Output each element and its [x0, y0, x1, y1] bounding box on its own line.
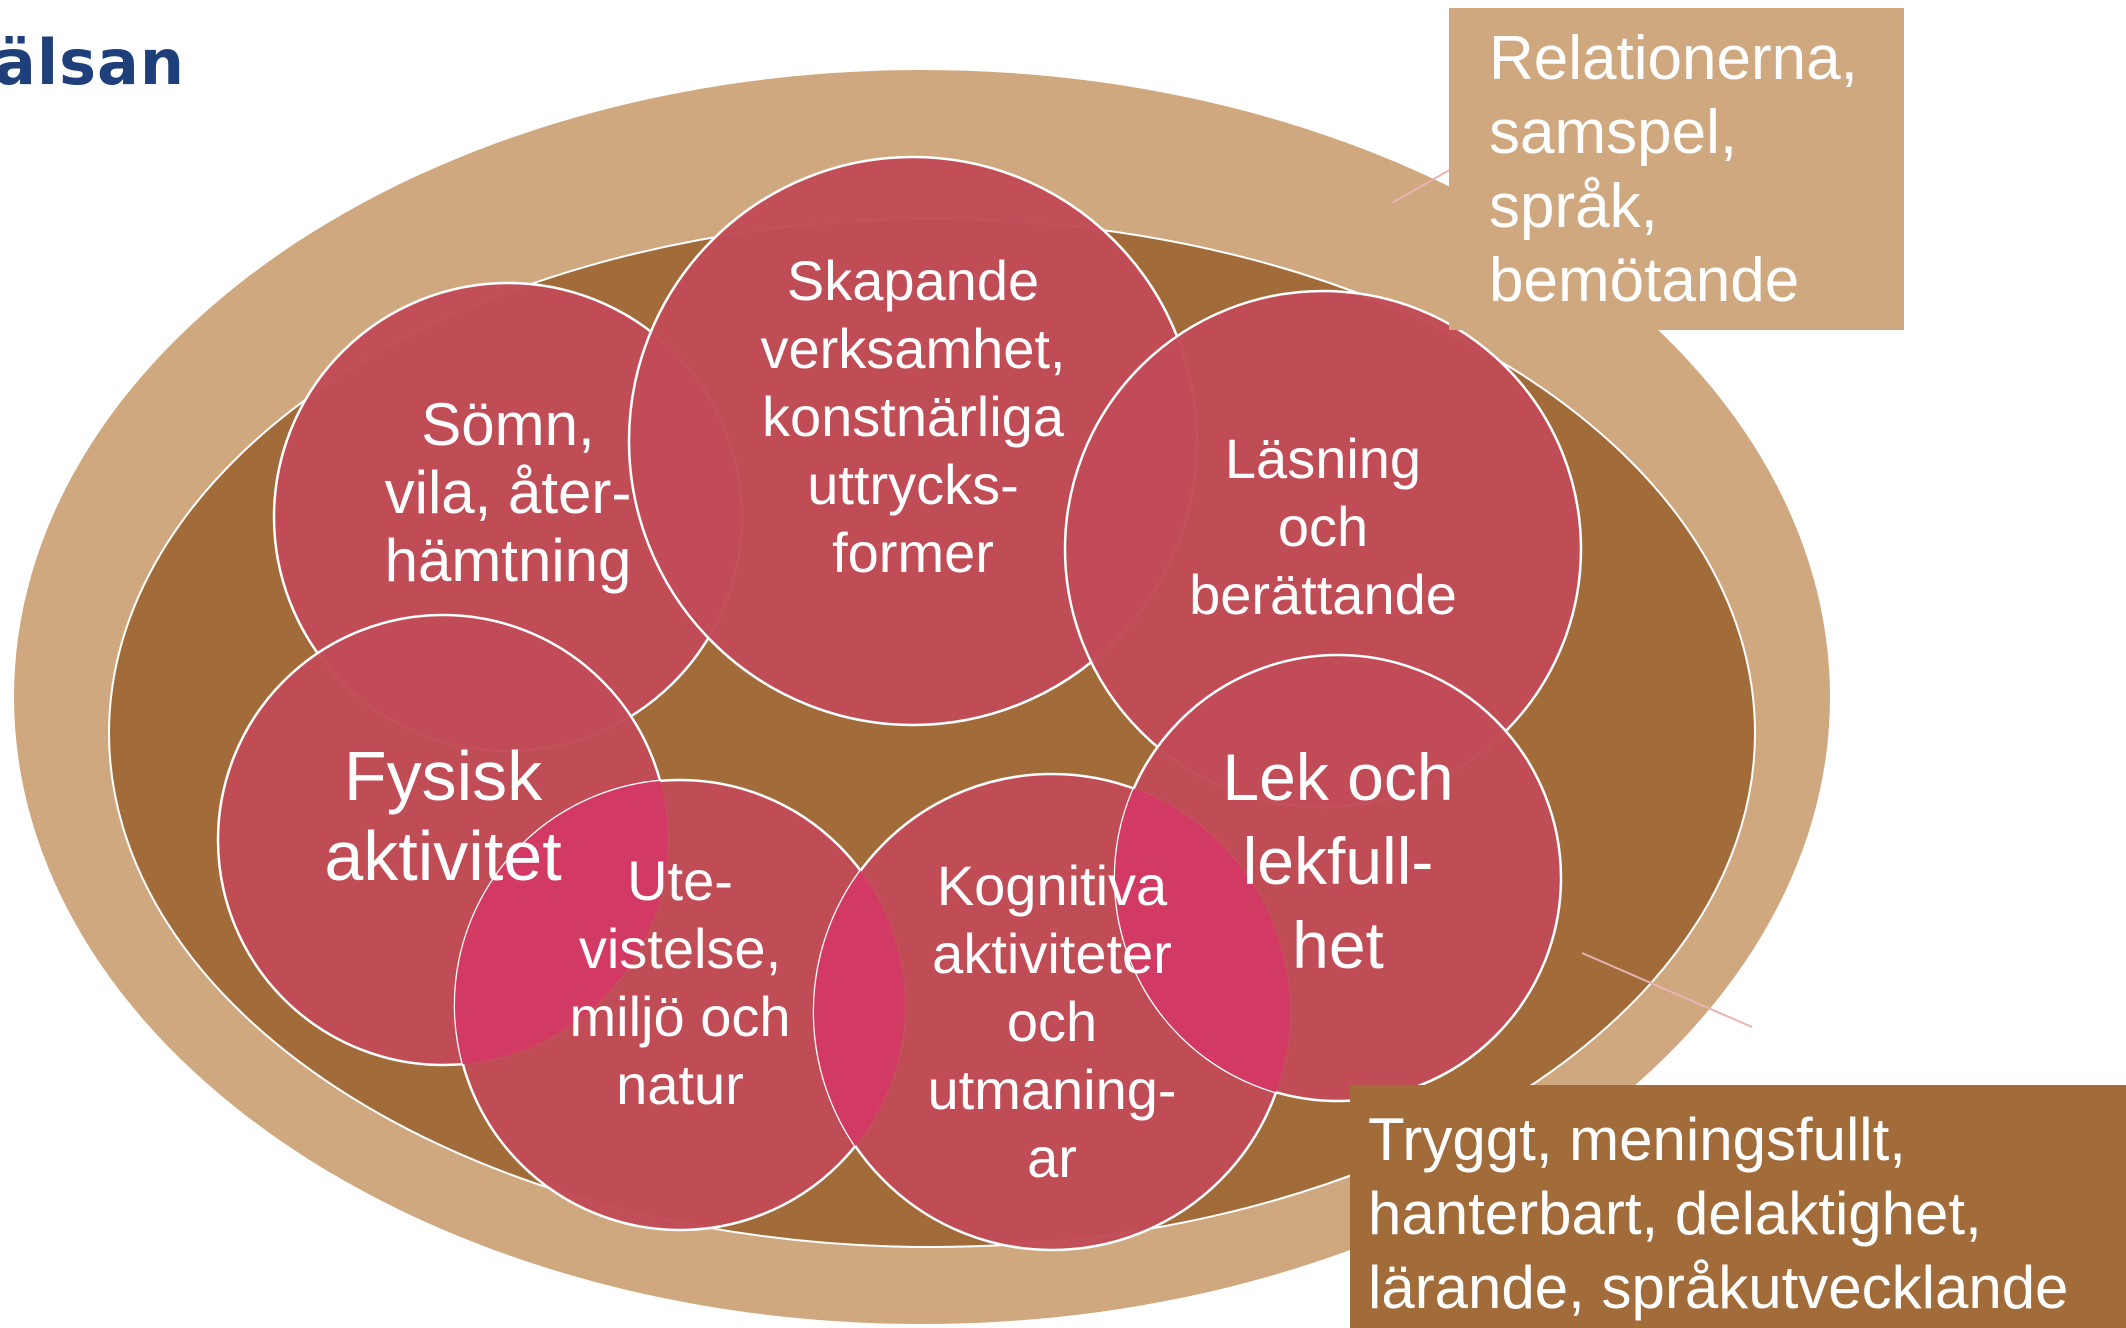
circle-kognitiva-label-line: utmaning- [927, 1058, 1176, 1121]
circle-fysisk-label-line: Fysisk [344, 737, 543, 815]
circle-lek-label-line: Lek och [1222, 740, 1453, 814]
circle-utevistelse-label-line: Ute- [627, 849, 733, 912]
circle-kognitiva-label-line: aktiviteter [932, 922, 1172, 985]
circle-skapande-label-line: uttrycks- [807, 453, 1019, 516]
circle-utevistelse-label-line: natur [616, 1053, 744, 1116]
circle-lek-label-line: lekfull- [1243, 824, 1434, 898]
callout-relationerna-line: språk, [1489, 172, 1658, 241]
circle-utevistelse-label-line: miljö och [570, 985, 791, 1048]
connector-bottom [1581, 952, 1753, 1028]
callout-tryggt-text: Tryggt, meningsfullt, hanterbart, delakt… [1368, 1103, 2068, 1325]
callout-relationerna-text: Relationerna, samspel, språk, bemötande [1489, 22, 1858, 318]
circle-skapande-label-line: verksamhet, [761, 317, 1066, 380]
callout-tryggt-line: lärande, språkutvecklande [1368, 1254, 2069, 1321]
overlap-fysisk-ute [455, 780, 668, 1065]
circle-lasning-label-line: Läsning [1225, 427, 1421, 490]
circle-skapande-label-line: Skapande [787, 249, 1039, 312]
circle-somn-label-line: hämtning [385, 527, 632, 594]
circle-somn-label: Sömn,vila, åter-hämtning [385, 391, 632, 594]
callout-tryggt: Tryggt, meningsfullt, hanterbart, delakt… [1350, 1085, 2126, 1328]
overlaps-layer [455, 774, 1290, 1230]
callout-relationerna-line: bemötande [1489, 246, 1800, 315]
callout-relationerna-line: Relationerna, [1489, 24, 1858, 93]
circle-lasning-label-line: och [1278, 495, 1368, 558]
callout-tryggt-line: hanterbart, delaktighet, [1368, 1180, 1982, 1247]
circle-skapande-label-line: former [832, 521, 994, 584]
circle-skapande-label-line: konstnärliga [762, 385, 1065, 448]
circle-somn-label-line: vila, åter- [385, 459, 632, 526]
callout-relationerna-line: samspel, [1489, 98, 1738, 167]
circle-lek-label-line: het [1292, 908, 1384, 982]
callout-tryggt-line: Tryggt, meningsfullt, [1368, 1106, 1906, 1173]
circle-utevistelse-label-line: vistelse, [579, 917, 781, 980]
callout-relationerna: Relationerna, samspel, språk, bemötande [1449, 8, 1904, 330]
circle-fysisk-label-line: aktivitet [324, 817, 561, 895]
circle-kognitiva-label-line: ar [1027, 1126, 1077, 1189]
circle-lasning-label-line: berättande [1189, 563, 1457, 626]
circle-kognitiva-label-line: och [1007, 990, 1097, 1053]
logo-text: älsan [0, 26, 185, 99]
circle-lek-label: Lek och lekfull-het [1222, 740, 1453, 982]
circle-kognitiva-label-line: Kognitiva [937, 854, 1168, 917]
overlap-lek-kognitiva [1115, 774, 1290, 1101]
circle-somn-label-line: Sömn, [421, 391, 594, 458]
